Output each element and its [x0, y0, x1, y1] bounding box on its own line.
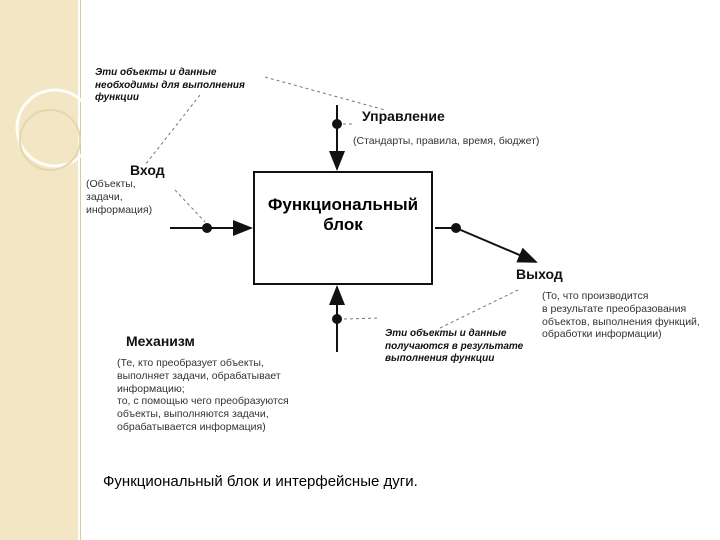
- functional-block-title: Функциональный блок: [267, 195, 419, 235]
- output-note-leader: [439, 289, 519, 329]
- mechanism-label: Механизм: [126, 333, 195, 349]
- control-note: Эти объекты и данные необходимы для выпо…: [95, 67, 245, 103]
- mechanism-description: (Те, кто преобразует объекты, выполняет …: [117, 357, 289, 433]
- output-description: (То, что производится в результате преоб…: [542, 290, 700, 341]
- input-note-leader: [144, 94, 201, 166]
- control-note-leader: [264, 76, 386, 111]
- control-label: Управление: [362, 108, 445, 124]
- mechanism-desc-leader: [343, 317, 381, 320]
- functional-block: Функциональный блок: [253, 171, 433, 285]
- control-description: (Стандарты, правила, время, бюджет): [353, 135, 540, 147]
- input-label: Вход: [130, 162, 165, 178]
- output-arrow: [455, 227, 538, 263]
- slide-caption: Функциональный блок и интерфейсные дуги.: [103, 473, 418, 490]
- output-label: Выход: [516, 266, 563, 282]
- input-description: (Объекты, задачи, информация): [86, 178, 153, 216]
- decorative-circle: [15, 88, 95, 168]
- mechanism-dot: [332, 314, 342, 324]
- decorative-divider: [80, 0, 81, 540]
- decorative-circle: [19, 109, 81, 171]
- output-dot: [451, 223, 461, 233]
- input-dot: [202, 223, 212, 233]
- input-desc-leader: [174, 189, 206, 223]
- output-note: Эти объекты и данные получаются в резуль…: [385, 328, 524, 364]
- control-dot: [332, 119, 342, 129]
